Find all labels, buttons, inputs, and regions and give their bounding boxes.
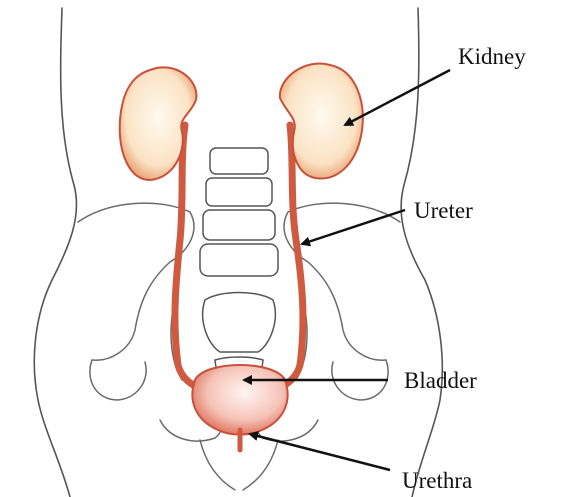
spine xyxy=(200,148,278,388)
ureter-arrow xyxy=(302,210,405,244)
bladder-label: Bladder xyxy=(404,368,477,393)
urethra-label: Urethra xyxy=(402,468,472,493)
urethra-arrow xyxy=(250,434,390,470)
kidney-label: Kidney xyxy=(458,44,526,69)
bladder xyxy=(192,365,287,435)
ureter-label: Ureter xyxy=(414,198,473,223)
